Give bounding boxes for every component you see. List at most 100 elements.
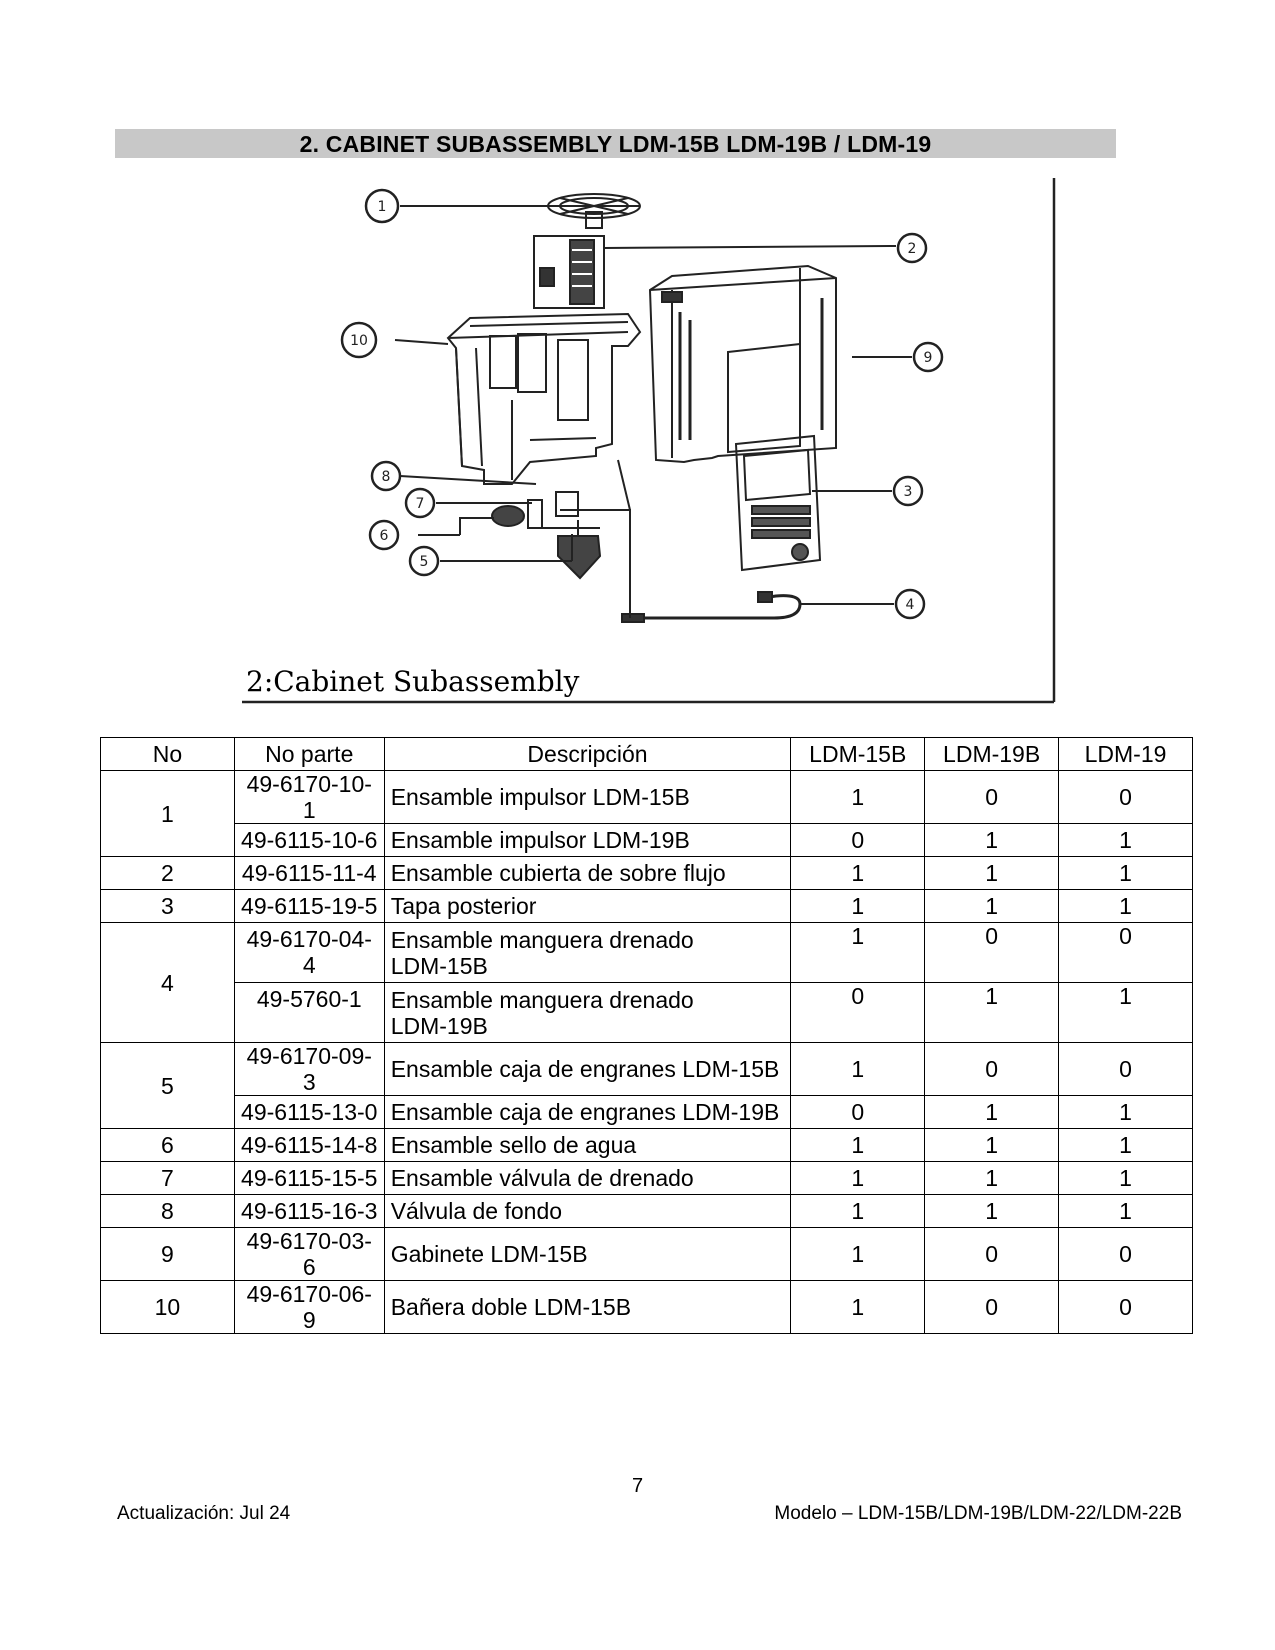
- double-tub-part: [446, 312, 642, 485]
- section-header-bar: 2. CABINET SUBASSEMBLY LDM-15B LDM-19B /…: [115, 129, 1116, 158]
- drain-hose-part: [621, 591, 802, 623]
- qty-ldm-19b: 0: [924, 770, 1060, 824]
- part-number: 49-6115-14-8: [233, 1128, 385, 1162]
- qty-ldm-15b: 1: [790, 922, 926, 983]
- header-ldm-19b: LDM-19B: [924, 737, 1060, 771]
- qty-ldm-15b: 0: [790, 823, 926, 857]
- table-row: 1 49-6170-10-1 Ensamble impulsor LDM-15B…: [100, 770, 1193, 857]
- callout-3: [892, 475, 924, 507]
- callout-6: [368, 519, 400, 551]
- description: Bañera doble LDM-15B: [383, 1280, 792, 1334]
- part-number: 49-6115-16-3: [233, 1194, 385, 1228]
- description: Ensamble caja de engranes LDM-19B: [383, 1095, 792, 1129]
- part-number: 49-6115-10-6: [233, 823, 385, 857]
- qty-ldm-19b: 0: [924, 1042, 1060, 1096]
- qty-ldm-15b: 0: [790, 1095, 926, 1129]
- qty-ldm-15b: 1: [790, 1128, 926, 1162]
- qty-ldm-19: 1: [1058, 889, 1193, 923]
- description: Ensamble caja de engranes LDM-15B: [383, 1042, 792, 1096]
- callout-label: 9: [924, 350, 933, 366]
- section-title: 2. CABINET SUBASSEMBLY LDM-15B LDM-19B /…: [299, 131, 932, 157]
- qty-ldm-19b: 1: [924, 1095, 1060, 1129]
- item-number: 1: [100, 770, 235, 857]
- qty-ldm-19b: 0: [924, 922, 1060, 983]
- qty-ldm-19: 1: [1058, 1128, 1193, 1162]
- qty-ldm-15b: 1: [790, 1042, 926, 1096]
- qty-ldm-19: 0: [1058, 1042, 1193, 1096]
- qty-ldm-15b: 1: [790, 1161, 926, 1195]
- footer-model: Modelo – LDM-15B/LDM-19B/LDM-22/LDM-22B: [774, 1503, 1182, 1524]
- qty-ldm-15b: 1: [790, 1194, 926, 1228]
- header-ldm-19: LDM-19: [1058, 737, 1193, 771]
- qty-ldm-19b: 1: [924, 1161, 1060, 1195]
- callout-label: 7: [416, 496, 425, 512]
- description: Ensamble válvula de drenado: [383, 1161, 792, 1195]
- qty-ldm-19: 0: [1058, 922, 1193, 983]
- exploded-diagram: 1 2 3 4 5 6 7 8 9 10 2:Cabinet Subassemb…: [242, 178, 1056, 704]
- part-number: 49-6115-11-4: [233, 856, 385, 890]
- description: Válvula de fondo: [383, 1194, 792, 1228]
- footer-updated: Actualización: Jul 24: [117, 1503, 291, 1524]
- qty-ldm-19: 1: [1058, 1095, 1193, 1129]
- part-number: 49-6170-04-4: [233, 922, 385, 983]
- description: Ensamble cubierta de sobre flujo: [383, 856, 792, 890]
- qty-ldm-19b: 0: [924, 1227, 1060, 1281]
- part-number: 49-6170-09-3: [233, 1042, 385, 1096]
- item-number: 8: [100, 1194, 235, 1228]
- qty-ldm-15b: 0: [790, 982, 926, 1043]
- qty-ldm-19b: 1: [924, 823, 1060, 857]
- qty-ldm-19b: 0: [924, 1280, 1060, 1334]
- table-row: 49-6115-10-6 Ensamble impulsor LDM-19B 0…: [101, 823, 1193, 857]
- drain-valve-part: [491, 491, 600, 529]
- figure-caption: 2:Cabinet Subassembly: [246, 665, 580, 698]
- callout-label: 8: [382, 469, 391, 485]
- callout-5: [408, 545, 440, 577]
- callout-label: 2: [908, 241, 917, 257]
- qty-ldm-19b: 1: [924, 856, 1060, 890]
- callout-label: 6: [380, 528, 389, 544]
- table-row: 10 49-6170-06-9 Bañera doble LDM-15B 1 0…: [100, 1280, 1193, 1334]
- callout-8: [370, 460, 402, 492]
- table-row: 4 49-6170-04-4 Ensamble manguera drenado…: [100, 922, 1193, 1043]
- callout-label: 1: [378, 199, 387, 215]
- table-row: 49-5760-1 Ensamble manguera drenado LDM-…: [101, 982, 1193, 1043]
- table-header-row: No No parte Descripción LDM-15B LDM-19B …: [100, 737, 1193, 771]
- callout-2: [896, 232, 928, 264]
- item-number: 5: [100, 1042, 235, 1129]
- description: Ensamble impulsor LDM-19B: [383, 823, 792, 857]
- table-row: 9 49-6170-03-6 Gabinete LDM-15B 1 0 0: [100, 1227, 1193, 1281]
- part-number: 49-6170-06-9: [233, 1280, 385, 1334]
- description: Ensamble manguera drenado LDM-19B: [383, 982, 792, 1043]
- table-row: 5 49-6170-09-3 Ensamble caja de engranes…: [100, 1042, 1193, 1129]
- qty-ldm-15b: 1: [790, 856, 926, 890]
- callout-9: [912, 341, 944, 373]
- part-number: 49-5760-1: [233, 982, 385, 1043]
- item-number: 4: [100, 922, 235, 1043]
- item-number: 9: [100, 1227, 235, 1281]
- qty-ldm-19: 1: [1058, 982, 1193, 1043]
- part-number: 49-6115-13-0: [233, 1095, 385, 1129]
- qty-ldm-19b: 1: [924, 982, 1060, 1043]
- qty-ldm-19b: 1: [924, 1128, 1060, 1162]
- callout-10: [340, 321, 378, 359]
- table-row: 2 49-6115-11-4 Ensamble cubierta de sobr…: [100, 856, 1193, 890]
- callout-label: 4: [906, 597, 915, 613]
- part-number: 49-6170-03-6: [233, 1227, 385, 1281]
- item-number: 10: [100, 1280, 235, 1334]
- item-number: 7: [100, 1161, 235, 1195]
- header-part-number: No parte: [233, 737, 385, 771]
- qty-ldm-19b: 1: [924, 889, 1060, 923]
- item-number: 2: [100, 856, 235, 890]
- qty-ldm-15b: 1: [790, 1227, 926, 1281]
- description: Tapa posterior: [383, 889, 792, 923]
- qty-ldm-15b: 1: [790, 889, 926, 923]
- header-ldm-15b: LDM-15B: [790, 737, 926, 771]
- cabinet-part: [648, 264, 837, 464]
- qty-ldm-19: 1: [1058, 1194, 1193, 1228]
- item-number: 3: [100, 889, 235, 923]
- qty-ldm-19: 1: [1058, 823, 1193, 857]
- back-cover-part: [734, 434, 822, 572]
- description: Gabinete LDM-15B: [383, 1227, 792, 1281]
- table-row: 49-6115-13-0 Ensamble caja de engranes L…: [101, 1095, 1193, 1129]
- qty-ldm-19b: 1: [924, 1194, 1060, 1228]
